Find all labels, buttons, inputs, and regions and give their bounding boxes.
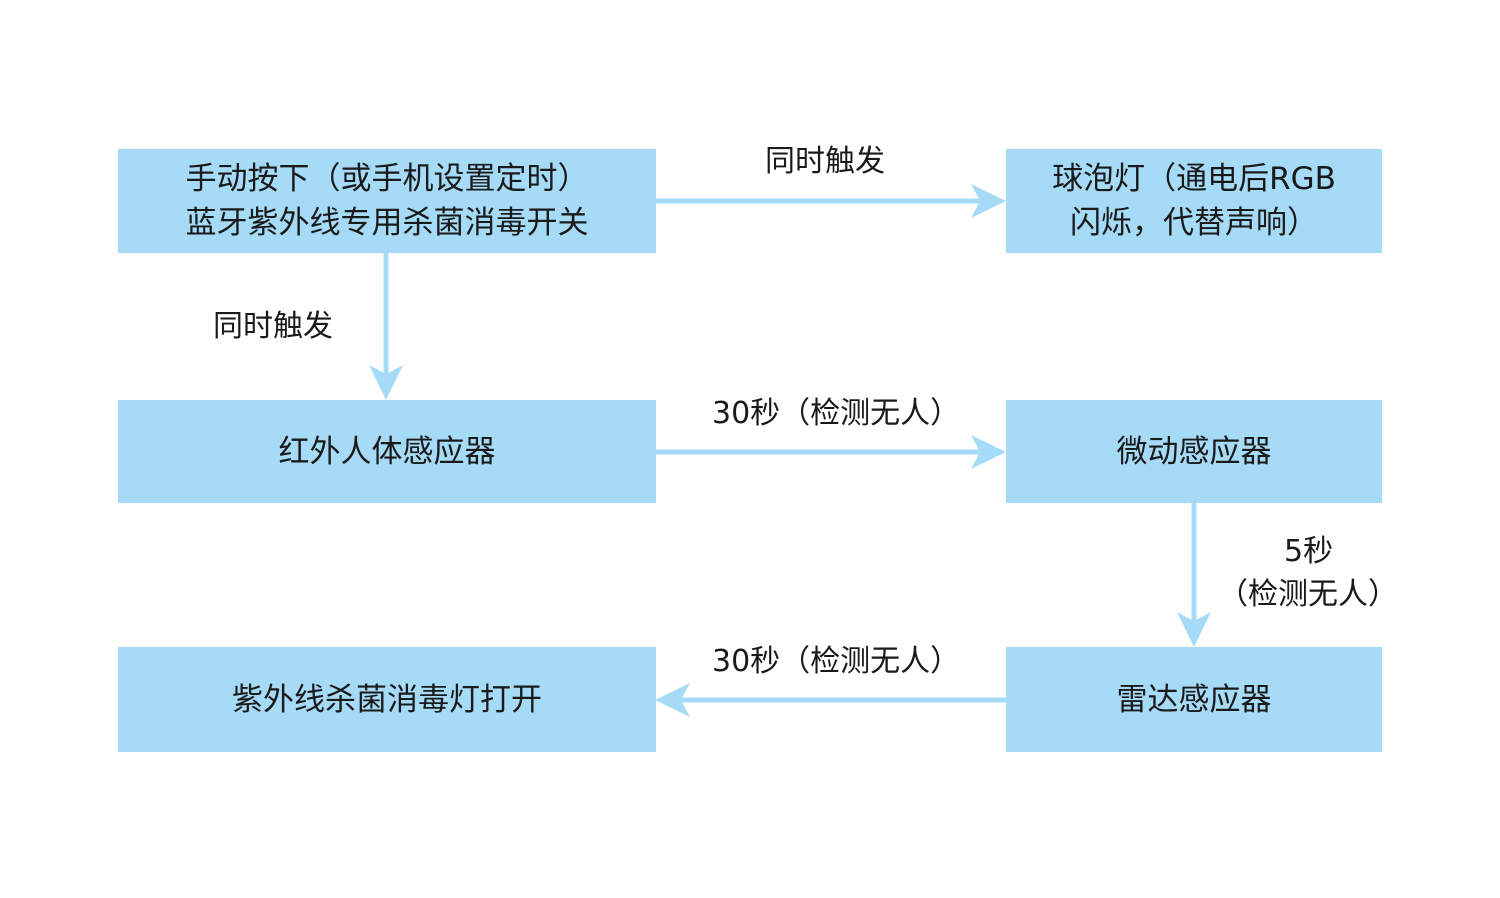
node-radar-sensor: 雷达感应器	[1006, 647, 1382, 752]
node-pir-sensor: 红外人体感应器	[118, 400, 656, 503]
node-pir-sensor-text: 红外人体感应器	[278, 433, 496, 470]
arrow-micro-to-radar	[1177, 503, 1211, 647]
node-micro-sensor-text: 微动感应器	[1116, 433, 1272, 470]
node-radar-sensor-text: 雷达感应器	[1116, 681, 1272, 718]
node-uv-lamp: 紫外线杀菌消毒灯打开	[118, 647, 656, 752]
arrow-switch-to-pir	[369, 253, 403, 400]
edge-label-switch-to-bulb: 同时触发	[765, 144, 885, 179]
edge-label-micro-to-radar-line2: （检测无人）	[1218, 577, 1398, 612]
edge-label-micro-to-radar-line1: 5秒	[1284, 534, 1334, 569]
node-manual-switch: 手动按下（或手机设置定时） 蓝牙紫外线专用杀菌消毒开关	[118, 149, 656, 253]
arrow-pir-to-micro	[655, 435, 1006, 469]
edge-label-radar-to-uv: 30秒（检测无人）	[712, 644, 961, 679]
node-bulb-line1: 球泡灯（通电后RGB	[1052, 161, 1336, 197]
node-uv-lamp-text: 紫外线杀菌消毒灯打开	[232, 681, 542, 718]
node-manual-switch-line1: 手动按下（或手机设置定时）	[185, 161, 589, 197]
edge-label-pir-to-micro: 30秒（检测无人）	[712, 396, 961, 431]
arrow-switch-to-bulb	[655, 184, 1006, 218]
arrow-radar-to-uv	[655, 683, 1006, 717]
node-micro-sensor: 微动感应器	[1006, 400, 1382, 503]
node-bulb-line2: 闪烁，代替声响）	[1070, 205, 1318, 241]
node-bulb: 球泡灯（通电后RGB 闪烁，代替声响）	[1006, 149, 1382, 253]
edge-label-switch-to-pir: 同时触发	[213, 309, 333, 344]
node-manual-switch-line2: 蓝牙紫外线专用杀菌消毒开关	[185, 205, 589, 241]
